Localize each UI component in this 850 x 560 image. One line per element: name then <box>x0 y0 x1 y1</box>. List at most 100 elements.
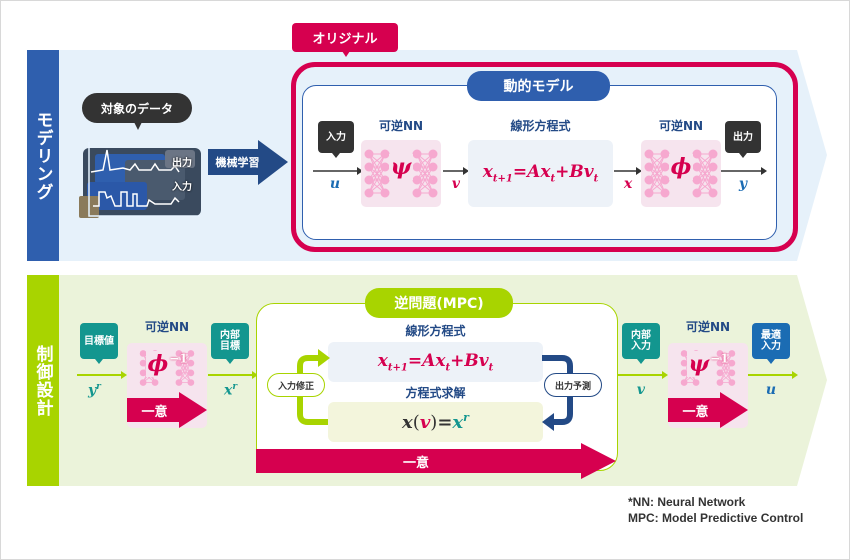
nn-node <box>680 359 688 367</box>
footnote-mpc: MPC: Model Predictive Control <box>628 511 804 525</box>
data-output-label: 出力 <box>172 158 192 169</box>
internal-target-tag-label: 内部目標 <box>220 330 240 352</box>
nn-edge <box>719 362 733 383</box>
output-prediction-label: 出力予測 <box>544 373 602 397</box>
nn-edge <box>696 153 714 181</box>
nn-node <box>412 149 422 159</box>
nn-node <box>692 149 702 159</box>
nn-node <box>680 379 688 386</box>
arrow-v <box>443 167 469 175</box>
machine-learning-arrow <box>208 140 288 185</box>
nn-node <box>660 175 670 185</box>
nn-node <box>412 162 422 172</box>
var-v: v <box>451 176 461 192</box>
nn-node <box>380 162 390 172</box>
nn-edge <box>696 166 714 194</box>
original-frame <box>291 62 798 252</box>
neural-network-icon <box>364 149 438 198</box>
nn-node <box>728 379 736 386</box>
nn-node <box>708 149 718 159</box>
mpc-linear-eq-title: 線形方程式 <box>405 324 466 338</box>
linear-equation: xt+1=Axt+Bvt <box>482 162 599 185</box>
input-tag: 入力 <box>318 121 354 158</box>
unique-arrow-nn2 <box>668 392 748 428</box>
target-value-tag-label: 目標値 <box>84 335 114 347</box>
nn-node <box>139 359 147 367</box>
nn-node <box>680 369 688 377</box>
optimal-input-tag-label: 最適入力 <box>761 330 781 352</box>
nn-node <box>364 175 374 185</box>
var-x: x <box>623 176 633 192</box>
nn-node <box>412 175 422 185</box>
nn-node <box>716 350 724 357</box>
nn-node <box>644 162 654 172</box>
nn-node <box>716 379 724 386</box>
target-value-tag: 目標値 <box>80 323 118 364</box>
nn1-symbol: ψ <box>361 154 441 180</box>
nn-edge <box>696 153 714 194</box>
nn1-title: 可逆NN <box>378 119 424 133</box>
nn2-symbol-text: ϕ <box>668 154 694 180</box>
nn-node <box>139 350 147 357</box>
nn-node <box>175 359 183 367</box>
nn-node <box>716 369 724 377</box>
nn-node <box>660 149 670 159</box>
nn-node <box>660 188 670 198</box>
original-badge-pointer <box>342 51 350 57</box>
nn-node <box>412 188 422 198</box>
mpc-title-label: 逆問題(MPC) <box>394 296 484 312</box>
nn-node <box>716 359 724 367</box>
arrow-v-ctrl <box>618 371 668 379</box>
ctrl-nn1-symbol: ϕ−1 <box>146 351 188 377</box>
modeling-section-label: モデリング <box>27 50 59 261</box>
arrow-u-ctrl <box>748 371 798 379</box>
nn2-title: 可逆NN <box>658 119 704 133</box>
nn-edge <box>416 166 434 194</box>
nn-node <box>692 188 702 198</box>
footnotes: *NN: Neural Network MPC: Model Predictiv… <box>628 494 803 526</box>
nn-node <box>692 379 700 386</box>
nn-node <box>660 162 670 172</box>
nn-node <box>139 379 147 386</box>
nn-edge <box>368 166 386 194</box>
nn-node <box>728 359 736 367</box>
nn-edge <box>648 153 666 181</box>
nn-edge <box>178 353 192 374</box>
internal-target-tag: 内部目標 <box>211 323 249 364</box>
nn-edge <box>719 353 733 383</box>
nn-edge <box>368 153 386 194</box>
nn-node <box>644 175 654 185</box>
solve-equation: x(v)=xr <box>402 411 469 433</box>
unique-label-mpc: 一意 <box>402 456 429 471</box>
arrow-y <box>721 167 767 175</box>
solve-equation-box: x(v)=xr <box>328 402 543 442</box>
solve-title: 方程式求解 <box>405 386 466 400</box>
nn-node <box>428 162 438 172</box>
nn-node <box>728 350 736 357</box>
arrow-x <box>614 167 642 175</box>
original-badge: オリジナル <box>292 23 398 52</box>
data-bubble-label: 対象のデータ <box>100 101 173 116</box>
dynamic-model-title-label: 動的モデル <box>503 79 574 95</box>
nn-node <box>187 350 195 357</box>
linear-equation-box: xt+1=Axt+Bvt <box>468 140 613 207</box>
nn-edge <box>648 153 666 194</box>
nn-node <box>364 188 374 198</box>
output-tag: 出力 <box>725 121 761 158</box>
nn-node <box>708 162 718 172</box>
mpc-linear-equation: xt+1=Axt+Bvt <box>377 350 494 374</box>
arrow-xr <box>208 371 258 379</box>
nn-node <box>380 149 390 159</box>
nn-node <box>364 149 374 159</box>
nn-edge <box>368 153 386 181</box>
nn-node <box>151 379 159 386</box>
var-u: u <box>329 176 341 192</box>
nn-node <box>644 188 654 198</box>
nn-node <box>364 162 374 172</box>
engine-data-image <box>79 142 201 218</box>
machine-learning-label: 機械学習 <box>215 156 260 169</box>
input-tag-label: 入力 <box>326 131 346 143</box>
arrow-u <box>313 167 363 175</box>
unique-arrow-nn1 <box>127 392 207 428</box>
nn-node <box>708 175 718 185</box>
